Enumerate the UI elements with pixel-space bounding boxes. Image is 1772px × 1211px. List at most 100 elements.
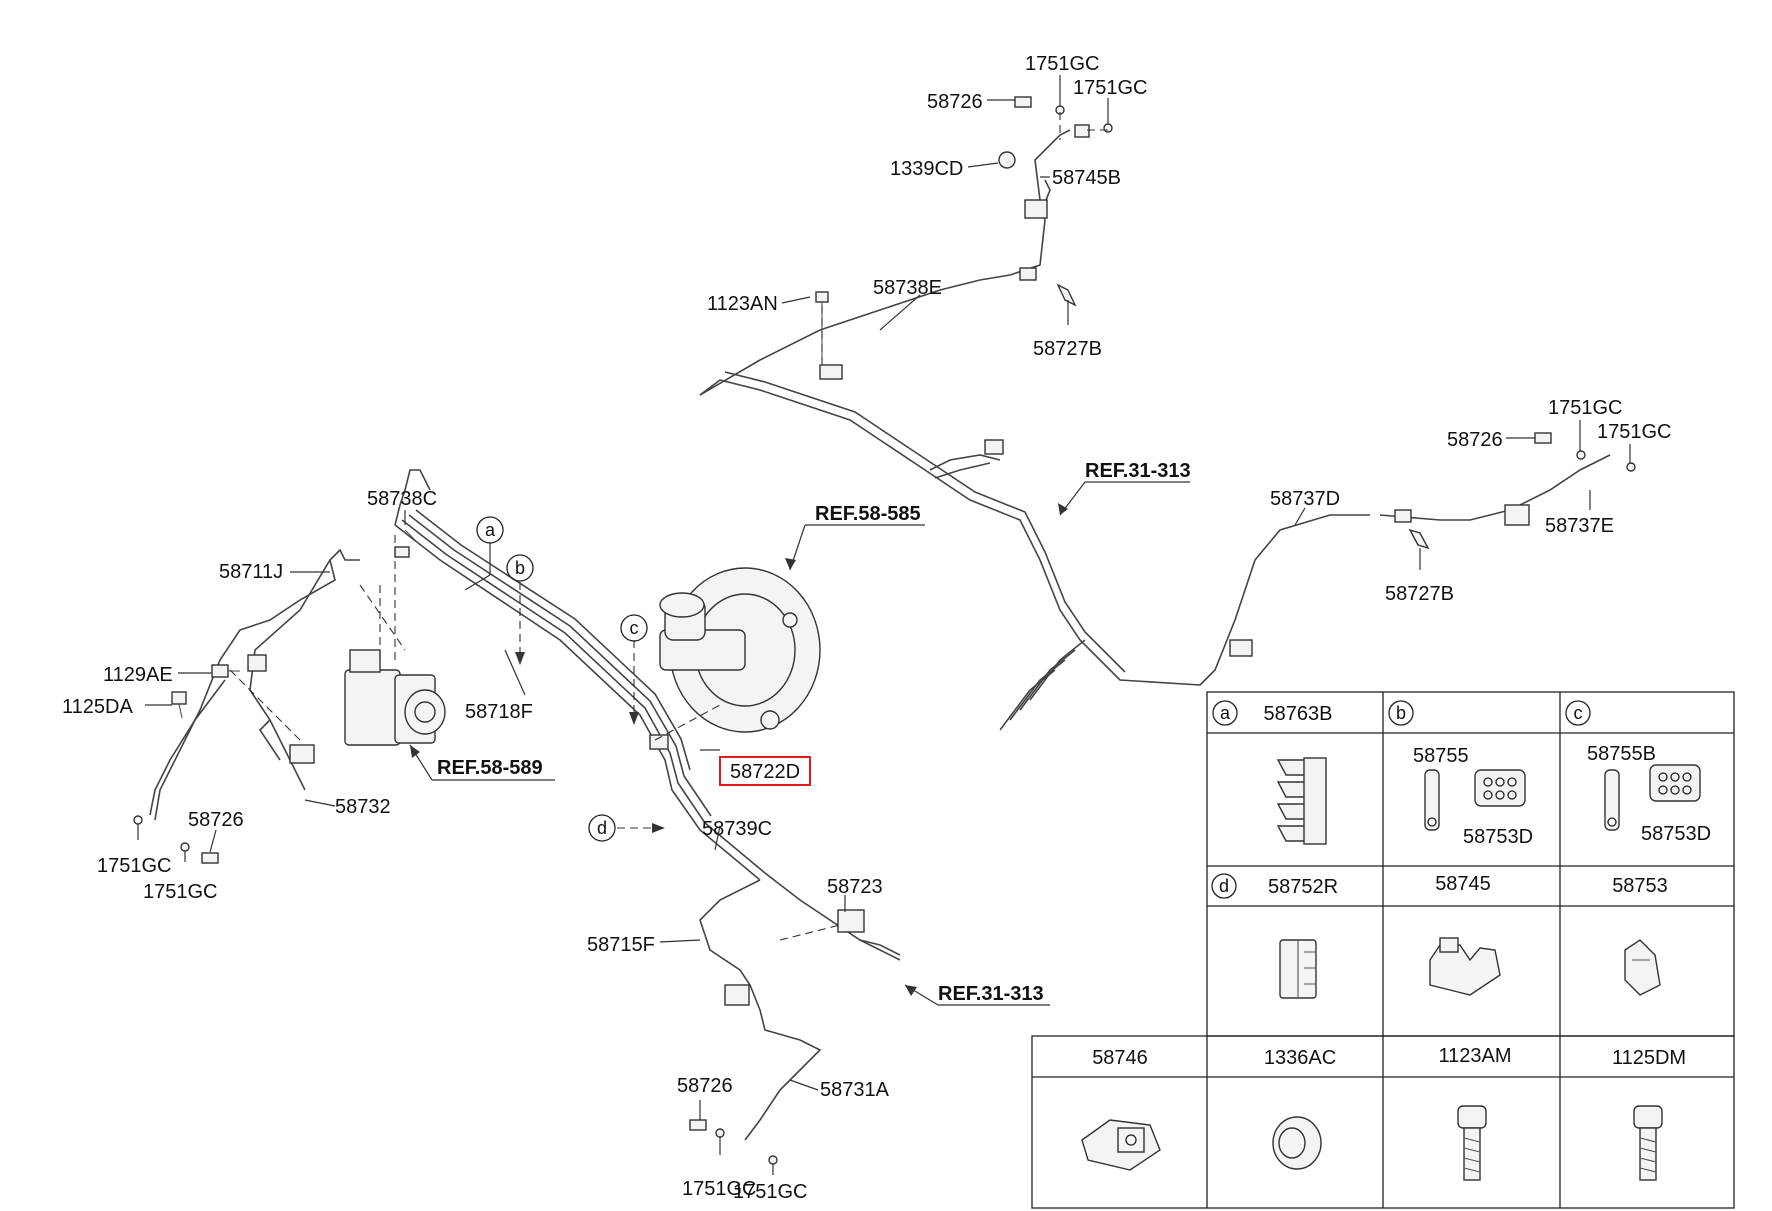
svg-text:d: d [597,818,607,838]
svg-text:58755: 58755 [1413,745,1469,767]
label-58737e: 58737E [1545,515,1614,537]
label-58727b-top: 58727B [1033,338,1102,360]
callout-a: a [476,516,504,544]
ref-31-313-bottom[interactable]: REF.31-313 [938,983,1044,1005]
grommet-58753d-c-drawing [1649,764,1701,802]
label-1751gc-c: 1751GC [1548,397,1623,419]
label-1751gc-f: 1751GC [143,881,218,903]
table-cell-1125dm: 1125DM [1612,1047,1686,1181]
ref-31-313-top[interactable]: REF.31-313 [1085,460,1191,482]
bleeder-58726-bottom [689,1119,707,1131]
label-58738c: 58738C [367,488,437,510]
svg-text:58753D: 58753D [1463,826,1533,848]
callout-circles: a b c d [476,516,648,842]
leader-lines [137,75,1631,1175]
svg-text:b: b [515,558,525,578]
clip-58753-drawing [1624,939,1661,996]
label-1339cd: 1339CD [890,158,963,180]
svg-text:d: d [1219,876,1229,896]
svg-text:58753D: 58753D [1641,823,1711,845]
ref-58-585[interactable]: REF.58-585 [815,503,921,525]
table-cell-a: a 58763B [1212,700,1333,845]
svg-text:1336AC: 1336AC [1264,1047,1336,1069]
label-58745b: 58745B [1052,167,1121,189]
svg-text:b: b [1396,703,1406,723]
label-58718f: 58718F [465,701,533,723]
svg-text:1125DM: 1125DM [1612,1047,1686,1069]
ref-58-589[interactable]: REF.58-589 [437,757,543,779]
table-cell-c: c 58755B 58753D [1565,700,1711,845]
label-1751gc-e: 1751GC [97,855,172,877]
brake-pipes [149,129,1611,1141]
label-58726-top: 58726 [927,91,983,113]
ref-labels: REF.31-313 REF.58-585 REF.58-589 REF.31-… [437,460,1191,1005]
label-58738e: 58738E [873,277,942,299]
bleeder-58726-left [201,852,219,864]
highlight-box-58722d [719,756,811,786]
label-1129ae: 1129AE [103,664,173,686]
callout-b: b [506,554,534,582]
svg-text:a: a [1220,703,1231,723]
label-58723: 58723 [827,876,883,898]
svg-text:58752R: 58752R [1268,876,1338,898]
table-cell-58746: 58746 [1081,1047,1161,1171]
label-58726-left: 58726 [188,809,244,831]
bolt-1129ae [211,664,240,678]
label-58711j: 58711J [219,561,283,583]
table-cell-d: d 58752R [1211,873,1338,999]
clip-58752r-drawing [1279,939,1317,999]
nut-1339cd [998,151,1016,169]
table-cell-b: b 58755 58753D [1388,700,1533,848]
label-58739c: 58739C [702,818,772,840]
label-58727b-right: 58727B [1385,583,1454,605]
callout-c: c [620,614,648,642]
label-58731a: 58731A [820,1079,890,1101]
abs-module [344,649,446,746]
label-58737d: 58737D [1270,488,1340,510]
table-cell-58753: 58753 [1612,875,1668,996]
bracket-58755b-drawing [1604,769,1620,831]
nut-1336ac-drawing [1272,1116,1322,1170]
label-1125da: 1125DA [62,696,133,718]
svg-text:58745: 58745 [1435,873,1491,895]
grommet-58753d-drawing [1474,769,1526,807]
bracket-58755-drawing [1424,769,1440,831]
clip-58763b-drawing [1276,757,1327,845]
label-58726-right: 58726 [1447,429,1503,451]
bolt-1123am-drawing [1457,1105,1487,1181]
svg-text:c: c [1574,703,1583,723]
assembly-guides [229,112,1108,941]
brake-booster [659,567,821,733]
callout-d: d [588,814,616,842]
label-58715f: 58715F [587,934,655,956]
clip-58746-drawing [1081,1119,1161,1171]
label-1751gc-a: 1751GC [1025,53,1100,75]
svg-text:58763B: 58763B [1264,703,1333,725]
bolt-1125da [171,691,187,719]
svg-text:a: a [485,520,496,540]
label-1751gc-g: 1751GC [682,1178,757,1200]
label-58726-bottom: 58726 [677,1075,733,1097]
bolt-1125dm-drawing [1633,1105,1663,1181]
clip-58745-drawing [1429,937,1501,996]
label-1751gc-d: 1751GC [1597,421,1672,443]
table-cell-1123am: 1123AM [1438,1045,1512,1181]
svg-text:58746: 58746 [1092,1047,1148,1069]
svg-text:1123AM: 1123AM [1438,1045,1511,1067]
label-1751gc-b: 1751GC [1073,77,1148,99]
bleeder-58726-right [1534,432,1552,444]
fittings [133,96,1636,1165]
part-labels: 1751GC 1751GC 58726 1339CD 58745B 1123AN… [62,53,1672,1203]
label-1751gc-h: 1751GC [733,1181,808,1203]
svg-text:58753: 58753 [1612,875,1668,897]
label-58732: 58732 [335,796,391,818]
label-1123an: 1123AN [707,293,778,315]
table-cell-58745: 58745 [1429,873,1501,996]
label-58722d: 58722D [730,761,800,783]
table-cell-1336ac: 1336AC [1264,1047,1336,1170]
svg-text:58755B: 58755B [1587,743,1656,765]
parts-table: a 58763B b 58755 58753D [1031,691,1735,1209]
svg-text:c: c [630,618,639,638]
bleeder-58726-top [1014,96,1032,108]
